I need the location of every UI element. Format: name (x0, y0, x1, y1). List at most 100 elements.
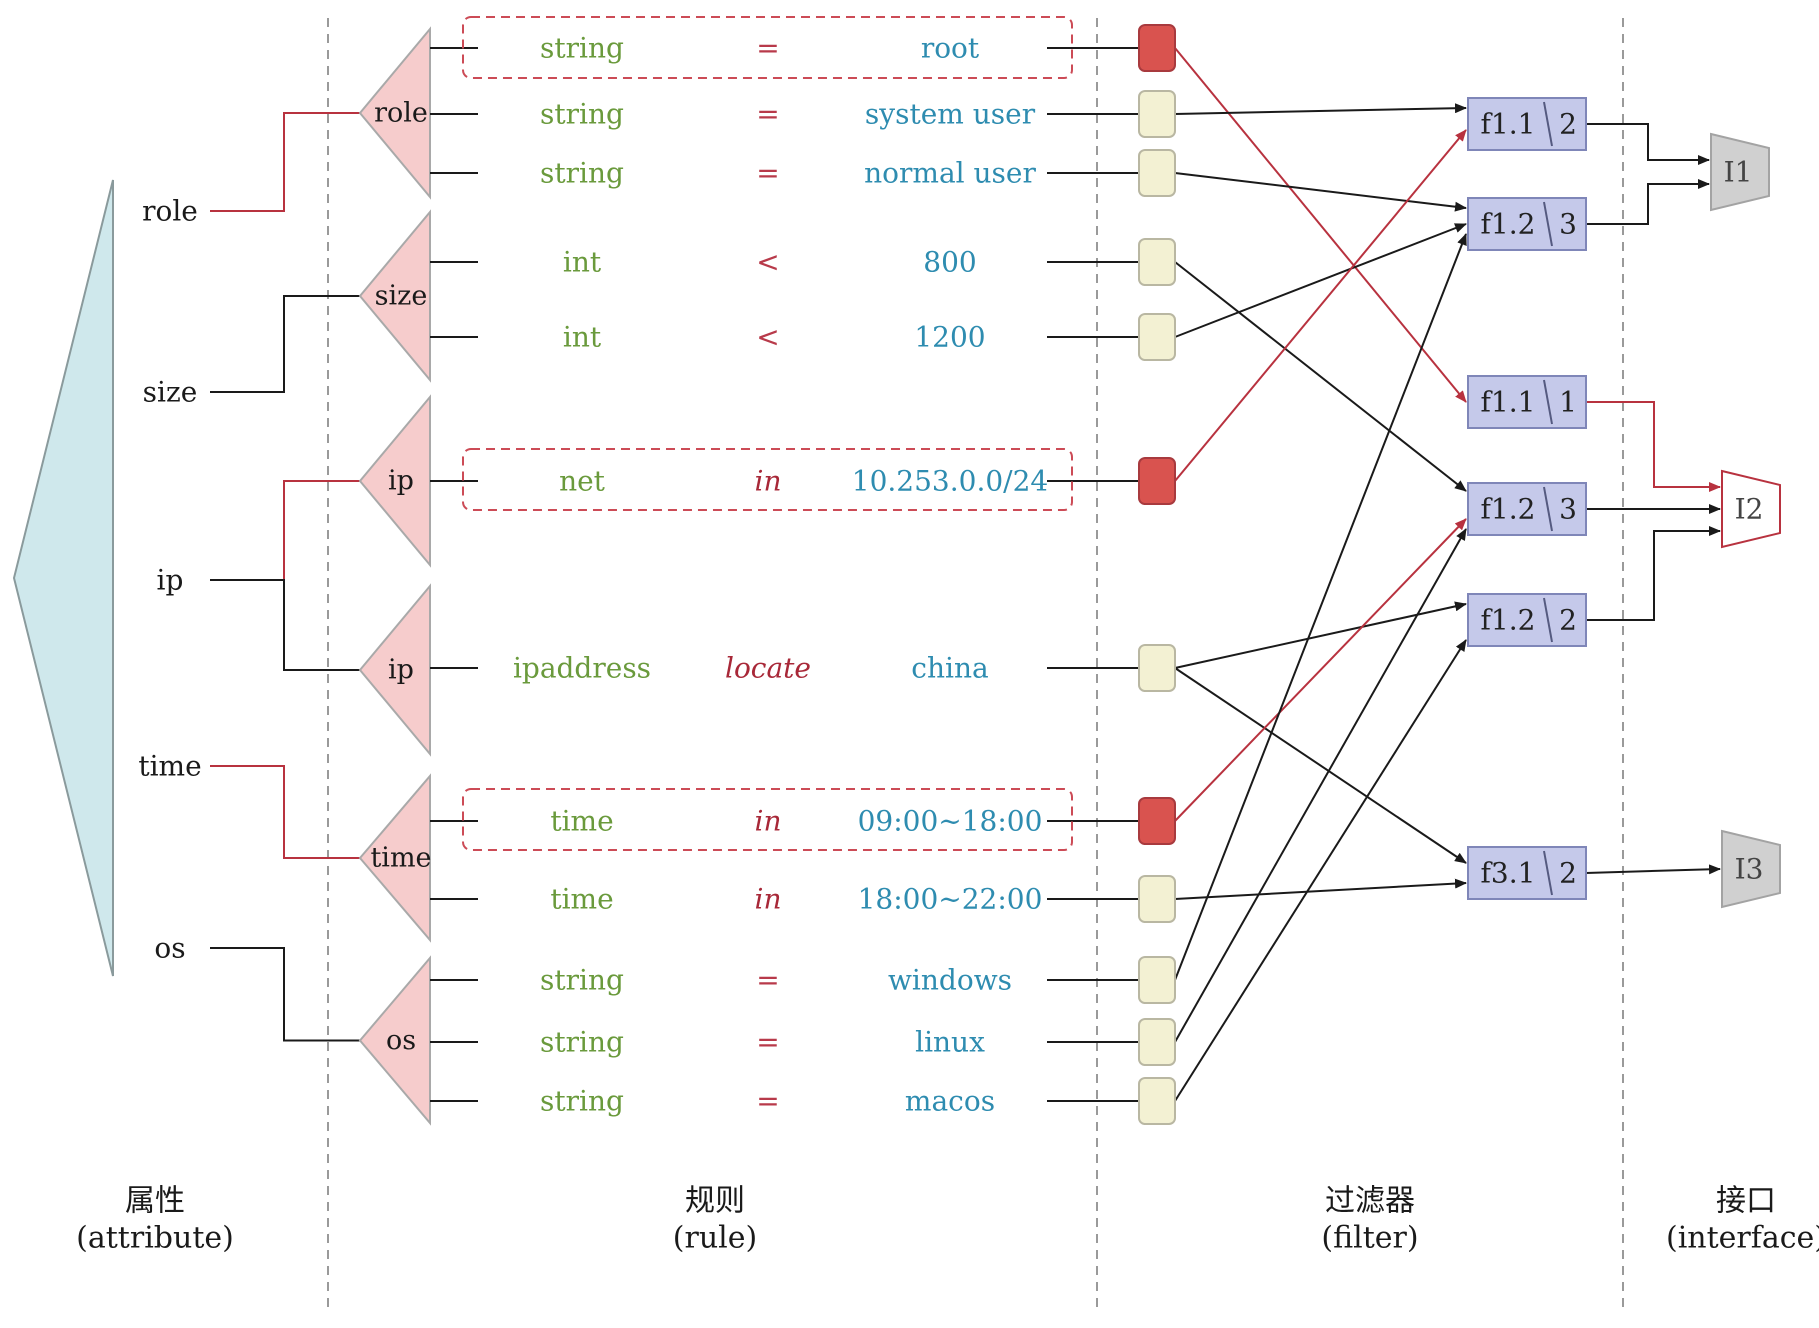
rule-value-r4: 800 (923, 246, 976, 279)
column-title-cn-attribute: 属性 (125, 1184, 185, 1219)
rule-value-r9: 18:00~22:00 (858, 883, 1043, 916)
rule-to-filter-edge-r10-fB (1174, 233, 1467, 981)
filter-to-interface-edge-fE-I2 (1586, 526, 1721, 621)
column-title-en-rule: (rule) (673, 1221, 757, 1256)
rule-operator-r4: < (756, 246, 779, 279)
rule-to-filter-edge-r11-fD (1174, 528, 1467, 1043)
rule-operator-r10: = (756, 964, 779, 997)
column-title-cn-filter: 过滤器 (1325, 1184, 1415, 1219)
interface-shape-I2 (1721, 469, 1781, 549)
rule-node-r6 (1138, 457, 1176, 505)
rule-node-r11 (1138, 1018, 1176, 1066)
rule-type-r8: time (550, 805, 613, 838)
attribute-label-os: os (154, 932, 185, 965)
filter-count-fE: 2 (1559, 604, 1577, 637)
rule-type-r6: net (559, 465, 606, 498)
rule-type-r1: string (540, 32, 624, 65)
rule-to-filter-edge-r3-fB (1174, 172, 1467, 212)
rule-group-triangle-g-time (358, 773, 431, 943)
rule-to-filter-edge-r9-fF (1174, 878, 1467, 900)
rule-group-label-g-os: os (386, 1025, 416, 1056)
filter-name-fB: f1.2 (1481, 208, 1536, 241)
filter-name-fF: f3.1 (1481, 857, 1536, 890)
column-title-en-interface: (interface) (1666, 1221, 1819, 1256)
filter-count-fF: 2 (1559, 857, 1577, 890)
attribute-label-time: time (138, 750, 201, 783)
rule-node-r5 (1138, 313, 1176, 361)
rule-type-r2: string (540, 98, 624, 131)
rule-group-label-g-role: role (374, 98, 428, 129)
filter-box-fB (1467, 197, 1587, 251)
rule-operator-r11: = (756, 1026, 779, 1059)
rule-to-filter-edge-r4-fD (1174, 261, 1467, 492)
rule-operator-r3: = (756, 157, 779, 190)
filter-box-fA (1467, 97, 1587, 151)
rule-group-triangle-g-os (358, 955, 431, 1126)
filter-count-fC: 1 (1559, 386, 1577, 419)
rule-node-r4 (1138, 238, 1176, 286)
rule-group-triangle-g-size (358, 209, 431, 383)
filter-count-fA: 2 (1559, 108, 1577, 141)
filter-name-fD: f1.2 (1481, 493, 1536, 526)
filter-to-interface-edge-fF-I3 (1585, 864, 1721, 875)
rule-type-r7: ipaddress (513, 652, 651, 685)
filter-divider-fD (1543, 486, 1553, 532)
filter-count-fB: 3 (1559, 208, 1577, 241)
rule-node-r8 (1138, 797, 1176, 845)
rule-node-r7 (1138, 644, 1176, 692)
attribute-link-ip-g-ip1 (210, 480, 360, 581)
rule-value-r5: 1200 (914, 321, 985, 354)
filter-divider-fE (1543, 597, 1553, 643)
rule-operator-r6: in (755, 465, 782, 498)
filter-divider-fA (1543, 101, 1553, 147)
rule-to-filter-edge-r8-fD (1174, 518, 1467, 822)
matched-rule-box-r8 (462, 788, 1073, 851)
rule-to-filter-edge-r1-fC (1174, 47, 1467, 403)
root-triangle (12, 179, 114, 977)
attribute-link-role-g-role (210, 112, 360, 212)
rule-operator-r12: = (756, 1085, 779, 1118)
interface-shape-I1 (1710, 132, 1770, 212)
attribute-label-role: role (142, 195, 198, 228)
rule-operator-r9: in (755, 883, 782, 916)
filter-to-interface-edge-fA-I1 (1586, 123, 1710, 165)
rule-type-r12: string (540, 1085, 624, 1118)
attribute-link-size-g-size (210, 295, 360, 393)
rule-type-r10: string (540, 964, 624, 997)
matched-rule-box-r6 (462, 448, 1073, 511)
rule-group-label-g-ip1: ip (388, 466, 414, 497)
rule-to-filter-edge-r2-fA (1174, 103, 1467, 115)
rule-value-r6: 10.253.0.0/24 (852, 465, 1048, 498)
rule-operator-r5: < (756, 321, 779, 354)
filter-name-fC: f1.1 (1481, 386, 1536, 419)
filter-box-fF (1467, 846, 1587, 900)
rule-type-r5: int (563, 321, 602, 354)
rule-type-r3: string (540, 157, 624, 190)
attribute-link-os-g-os (210, 947, 360, 1042)
rule-operator-r2: = (756, 98, 779, 131)
rule-node-r2 (1138, 90, 1176, 138)
filter-box-fC (1467, 375, 1587, 429)
rule-node-r10 (1138, 956, 1176, 1004)
filter-divider-fB (1543, 201, 1553, 247)
rule-operator-r8: in (755, 805, 782, 838)
rule-group-label-g-time: time (370, 843, 431, 874)
rule-value-r3: normal user (864, 157, 1036, 190)
rule-to-filter-edge-r6-fA (1174, 129, 1467, 482)
filter-to-interface-edge-fB-I1 (1586, 179, 1710, 225)
filter-divider-fF (1543, 850, 1553, 896)
rule-value-r7: china (911, 652, 988, 685)
matched-rule-box-r1 (462, 16, 1073, 79)
interface-label-I1: I1 (1724, 156, 1753, 189)
rule-group-label-g-ip2: ip (388, 655, 414, 686)
rule-to-filter-edge-r5-fB (1174, 223, 1467, 338)
interface-label-I3: I3 (1735, 853, 1764, 886)
filter-box-fD (1467, 482, 1587, 536)
rule-type-r11: string (540, 1026, 624, 1059)
rule-operator-r1: = (756, 32, 779, 65)
rule-value-r11: linux (915, 1026, 985, 1059)
column-title-en-attribute: (attribute) (76, 1221, 234, 1256)
filter-count-fD: 3 (1559, 493, 1577, 526)
attribute-link-ip-g-ip2 (210, 579, 360, 671)
